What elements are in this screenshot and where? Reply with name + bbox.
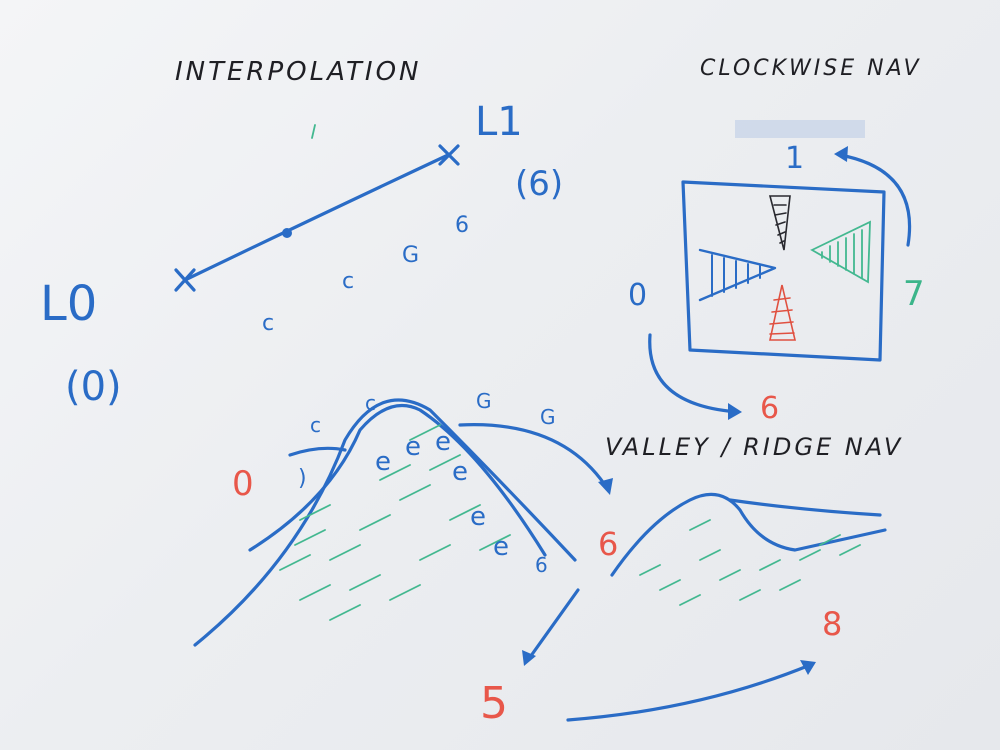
wedge-top-hatch bbox=[773, 204, 787, 244]
ridge-small-six: 6 bbox=[535, 553, 548, 577]
svg-text:c: c bbox=[310, 413, 321, 437]
interpolation-midpoint bbox=[282, 228, 292, 238]
ridge-left-label: 0 bbox=[232, 464, 254, 504]
valley-far-label: 8 bbox=[822, 605, 842, 643]
title-valley-ridge-nav: VALLEY / RIDGE NAV bbox=[605, 433, 903, 461]
wedge-bottom-hatch bbox=[769, 297, 795, 335]
valley-hatching bbox=[639, 519, 861, 606]
svg-text:e: e bbox=[435, 427, 451, 457]
title-interpolation: INTERPOLATION bbox=[175, 57, 421, 87]
wedge-right bbox=[810, 220, 871, 284]
clockwise-arrowhead-top bbox=[834, 146, 848, 162]
svg-text:e: e bbox=[493, 532, 509, 562]
ridge-outer bbox=[193, 398, 577, 647]
svg-text:e: e bbox=[452, 457, 468, 487]
svg-text:G: G bbox=[476, 389, 492, 413]
l1-value: (6) bbox=[515, 164, 563, 204]
svg-text:G: G bbox=[540, 405, 556, 429]
marker-g-3: G bbox=[402, 243, 419, 268]
ridge-arrow bbox=[458, 423, 607, 487]
clockwise-bottom-label: 6 bbox=[760, 391, 779, 426]
svg-text:e: e bbox=[470, 502, 486, 532]
title-clockwise-nav: CLOCKWISE NAV bbox=[700, 56, 922, 81]
wedge-left-hatch bbox=[711, 254, 761, 297]
clockwise-arrow-bottom bbox=[648, 333, 740, 414]
l0-cross-marker bbox=[174, 268, 196, 292]
wedge-top bbox=[768, 195, 791, 251]
wedge-bottom bbox=[769, 284, 797, 341]
clockwise-frame bbox=[681, 180, 886, 362]
clockwise-arrow-top bbox=[838, 153, 912, 247]
l1-cross-marker bbox=[438, 144, 460, 166]
marker-c-2: c bbox=[342, 269, 354, 294]
ridge-right-label: 6 bbox=[598, 525, 618, 563]
wedge-right-hatch bbox=[821, 229, 863, 279]
clockwise-right-label: 7 bbox=[903, 274, 925, 314]
svg-text:e: e bbox=[405, 432, 421, 462]
l1-label: L1 bbox=[475, 99, 523, 145]
smudge bbox=[735, 120, 865, 138]
ridge-hatching bbox=[279, 424, 511, 621]
ridge-side-stroke bbox=[288, 446, 347, 457]
svg-text:): ) bbox=[298, 466, 307, 491]
valley-curve bbox=[610, 492, 887, 577]
down-arrowhead bbox=[522, 650, 536, 666]
bottom-arrow bbox=[566, 663, 812, 722]
valley-ridge-line bbox=[728, 498, 882, 517]
ridge-inner bbox=[248, 403, 547, 557]
down-arrow bbox=[526, 588, 580, 662]
marker-c-1: c bbox=[262, 311, 274, 336]
ridge-arrowhead bbox=[598, 478, 613, 495]
marker-6-4: 6 bbox=[455, 213, 469, 238]
clockwise-left-label: 0 bbox=[628, 278, 647, 313]
interpolation-line bbox=[183, 153, 450, 282]
svg-text:c: c bbox=[365, 391, 376, 415]
green-tick-mark bbox=[311, 124, 316, 139]
l0-label: L0 bbox=[40, 276, 97, 332]
svg-text:e: e bbox=[375, 447, 391, 477]
clockwise-arrowhead-bottom bbox=[728, 403, 742, 420]
valley-bottom-label: 5 bbox=[480, 678, 508, 729]
l0-value: (0) bbox=[65, 364, 122, 410]
clockwise-top-label: 1 bbox=[785, 141, 804, 176]
bottom-arrowhead bbox=[800, 660, 816, 675]
